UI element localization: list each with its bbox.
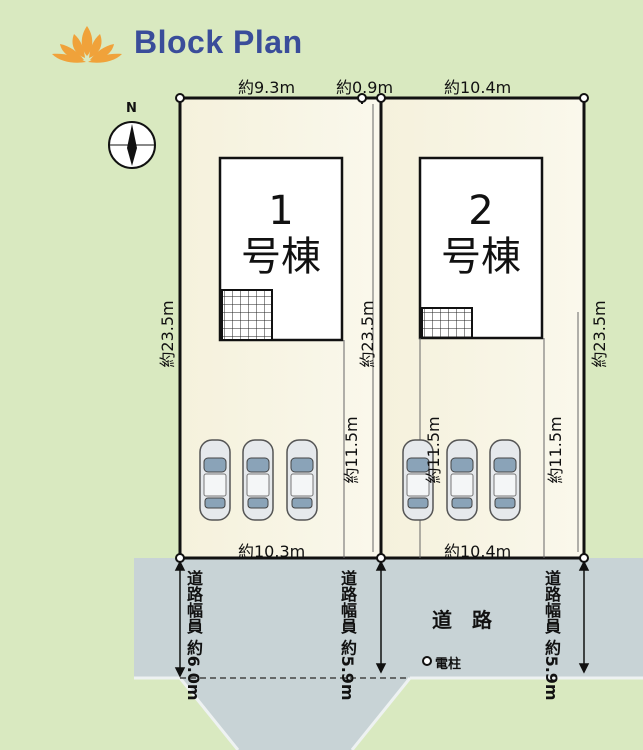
building-1-label: 1 号棟 bbox=[222, 188, 340, 280]
corner-marker bbox=[357, 93, 367, 103]
dim-top-lot2: 約10.4m bbox=[444, 78, 512, 97]
building-2-deck bbox=[421, 307, 473, 339]
road-edge-right bbox=[350, 677, 412, 750]
road-width-2-value: 約5.9m bbox=[338, 639, 357, 701]
building-2-label: 2 号棟 bbox=[422, 188, 540, 280]
building-2-number: 2 bbox=[468, 188, 494, 234]
utility-pole-icon bbox=[422, 656, 432, 666]
dim-lot2-parking-right: 約11.5m bbox=[546, 416, 565, 484]
parked-car-icon bbox=[286, 439, 318, 521]
parked-car-icon bbox=[199, 439, 231, 521]
dim-mid-depth: 約23.5m bbox=[358, 300, 377, 368]
building-1-deck bbox=[221, 289, 273, 341]
utility-pole-label: 電柱 bbox=[435, 657, 462, 672]
north-compass-icon bbox=[108, 121, 156, 169]
building-1-number: 1 bbox=[268, 188, 294, 234]
road-width-2-label: 道路幅員 bbox=[338, 570, 357, 634]
building-2-kind: 号棟 bbox=[441, 234, 521, 280]
road-width-1-value: 約6.0m bbox=[184, 639, 203, 701]
access-road bbox=[180, 678, 410, 750]
dim-top-gap: 約0.9m bbox=[336, 78, 394, 97]
corner-marker bbox=[175, 93, 185, 103]
road-width-1-label: 道路幅員 bbox=[184, 570, 203, 634]
dim-right-depth: 約23.5m bbox=[590, 300, 609, 368]
road-width-2: 道路幅員 約5.9m bbox=[338, 570, 357, 701]
lotus-logo-icon bbox=[52, 26, 122, 63]
road-area bbox=[134, 558, 643, 678]
road-width-3-value: 約5.9m bbox=[542, 639, 561, 701]
road-width-3: 道路幅員 約5.9m bbox=[542, 570, 561, 701]
road-width-1: 道路幅員 約6.0m bbox=[184, 570, 203, 701]
parked-car-icon bbox=[402, 439, 434, 521]
dim-lot2-parking-left: 約11.5m bbox=[424, 416, 443, 484]
parked-car-icon bbox=[242, 439, 274, 521]
dim-top-lot1: 約9.3m bbox=[238, 78, 296, 97]
parking-cars bbox=[199, 439, 521, 521]
road-width-3-label: 道路幅員 bbox=[542, 570, 561, 634]
corner-marker bbox=[579, 93, 589, 103]
page-title: Block Plan bbox=[134, 24, 303, 60]
compass-label: N bbox=[126, 101, 137, 116]
dim-left-depth: 約23.5m bbox=[158, 300, 177, 368]
dim-lot1-parking: 約11.5m bbox=[342, 416, 361, 484]
dim-bottom-lot1: 約10.3m bbox=[238, 542, 306, 561]
parked-car-icon bbox=[446, 439, 478, 521]
dim-bottom-lot2: 約10.4m bbox=[444, 542, 512, 561]
corner-marker bbox=[376, 93, 386, 103]
building-1-kind: 号棟 bbox=[241, 234, 321, 280]
parked-car-icon bbox=[489, 439, 521, 521]
road-edge-left bbox=[178, 677, 240, 750]
road-label: 道路 bbox=[432, 608, 512, 632]
